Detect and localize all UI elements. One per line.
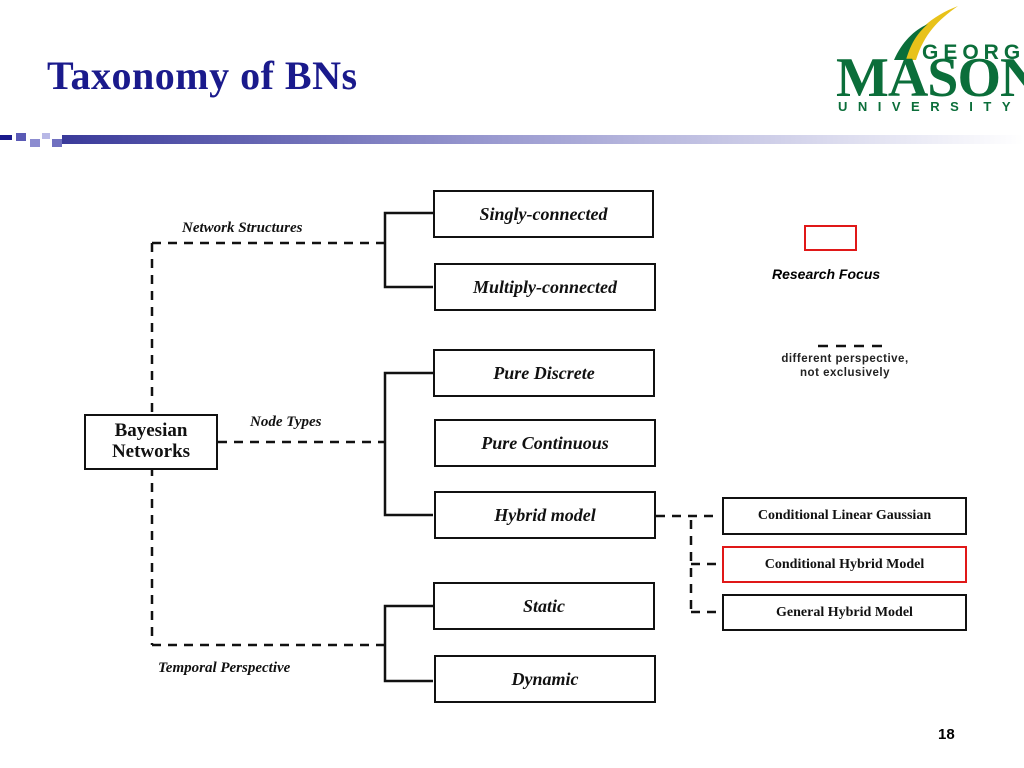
page-number: 18: [938, 726, 955, 743]
node-hybrid-model-label: Hybrid model: [494, 504, 596, 525]
node-conditional-hybrid-model-label: Conditional Hybrid Model: [764, 556, 925, 572]
legend-research-focus-label: Research Focus: [772, 266, 881, 282]
legend-dashed-label: different perspective, not exclusively: [760, 353, 930, 381]
node-conditional-hybrid-model: Conditional Hybrid Model: [722, 546, 967, 583]
node-multiply-connected: Multiply-connected: [434, 263, 656, 311]
node-multiply-connected-label: Multiply-connected: [473, 276, 617, 297]
node-general-hybrid-model-label: General Hybrid Model: [776, 604, 913, 620]
george-mason-logo: GEORGE MASON UNIVERSITY: [832, 2, 1024, 120]
legend-dashed-text: different perspective, not exclusively: [781, 353, 909, 379]
node-static: Static: [433, 582, 655, 630]
legend-dashed-line-icon: [818, 344, 884, 348]
node-conditional-linear-gaussian: Conditional Linear Gaussian: [722, 497, 967, 535]
node-hybrid-model: Hybrid model: [434, 491, 656, 539]
node-dynamic-label: Dynamic: [511, 668, 579, 689]
slide-title: Taxonomy of BNs: [47, 53, 358, 98]
logo-swoosh-icon: [894, 6, 958, 60]
node-pure-continuous-label: Pure Continuous: [481, 432, 609, 453]
node-dynamic: Dynamic: [434, 655, 656, 703]
node-pure-continuous: Pure Continuous: [434, 419, 656, 467]
branch-label-node-types: Node Types: [250, 414, 322, 430]
node-singly-connected-label: Singly-connected: [479, 203, 608, 224]
legend-research-focus-swatch: [804, 225, 857, 251]
title-divider: [0, 133, 1024, 147]
logo-university-text: UNIVERSITY: [838, 99, 1022, 114]
node-pure-discrete: Pure Discrete: [433, 349, 655, 397]
node-pure-discrete-label: Pure Discrete: [493, 362, 595, 383]
branch-label-temporal-perspective: Temporal Perspective: [158, 660, 291, 676]
logo-mason-text: MASON: [836, 47, 1024, 109]
branch-label-network-structures: Network Structures: [182, 220, 303, 236]
root-node: Bayesian Networks: [84, 414, 218, 470]
root-node-label: Bayesian Networks: [111, 420, 191, 462]
node-conditional-linear-gaussian-label: Conditional Linear Gaussian: [757, 508, 932, 523]
node-singly-connected: Singly-connected: [433, 190, 654, 238]
node-static-label: Static: [522, 595, 565, 616]
logo-george-text: GEORGE: [922, 41, 1024, 64]
node-general-hybrid-model: General Hybrid Model: [722, 594, 967, 631]
